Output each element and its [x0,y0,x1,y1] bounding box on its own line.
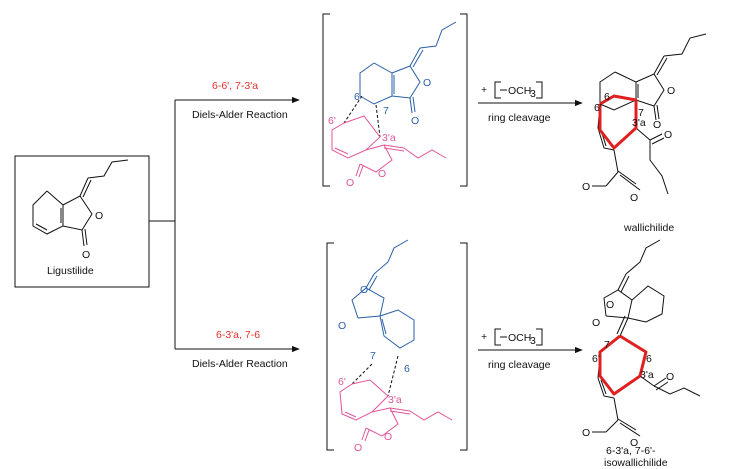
top-intermediate-label-7: 7 [383,105,389,117]
top-intermediate-label-3prime-a: 3'a [382,132,396,144]
top-reagent-bracket-right [536,81,543,99]
top-intermediate-carbonyl-oxygen: O [411,115,419,127]
isowallichilide-ester-oxygen: O [582,427,590,439]
top-reagent-plus: + [481,84,487,96]
bottom-reagent-bracket-left [494,328,501,346]
wallichilide-label-3prime-a: 3'a [632,117,646,129]
ligustilide-ring-oxygen: O [95,210,103,222]
isowallichilide-ketone-oxygen: O [666,371,674,383]
isowallichilide-label-3prime-a: 3'a [640,369,654,381]
ligustilide-label: Ligustilide [47,265,94,277]
bottom-reagent-plus: + [481,331,487,343]
bottom-intermediate-lower-unit [339,379,453,442]
bottom-forming-bond-1 [351,363,373,385]
isowallichilide-ester-oxygen-carbonyl: O [630,437,638,449]
isowallichilide-label-7: 7 [604,339,610,351]
bottom-forming-bond-2 [387,355,399,397]
top-forming-bond-1 [343,95,363,124]
top-bracket-left [322,13,330,187]
isowallichilide-structure [592,239,701,437]
bottom-reagent-group: OCH [508,332,531,344]
wallichilide-ketone-oxygen: O [664,129,672,141]
bottom-reaction-label: Diels-Alder Reaction [192,358,288,370]
wallichilide-highlight-bonds [598,94,638,150]
bottom-step2-label: ring cleavage [488,359,551,371]
ligustilide-carbonyl-oxygen: O [82,249,90,261]
wallichilide-carbonyl-oxygen: O [653,119,661,131]
top-reagent-bracket-left [494,81,501,99]
wallichilide-label-7: 7 [638,107,644,119]
wallichilide-ester-oxygen-carbonyl: O [630,192,638,204]
bottom-intermediate-label-7: 7 [370,350,376,362]
bottom-intermediate-label-3prime-a: 3'a [388,394,402,406]
wallichilide-structure [592,33,707,195]
bottom-intermediate-ring-oxygen-lower: O [384,431,392,443]
bottom-intermediate-carbonyl-oxygen: O [338,320,346,332]
ligustilide-structure [32,159,129,247]
isowallichilide-label-line2: isowallichilide [604,457,668,469]
wallichilide-ring-oxygen: O [667,85,675,97]
bottom-reagent-subscript: 3 [530,335,536,347]
bottom-reagent-bracket-right [536,328,543,346]
top-intermediate-carbonyl-oxygen-lower: O [346,177,354,189]
isowallichilide-ring-oxygen: O [606,299,614,311]
isowallichilide-label-6: 6 [646,353,652,365]
top-intermediate-label-6prime: 6' [328,115,336,127]
isowallichilide-label-6prime: 6' [592,353,600,365]
top-bond-formation: 6-6', 7-3'a [212,80,258,92]
isowallichilide-highlight-bonds [598,334,648,396]
top-intermediate-lower-unit [331,115,447,178]
top-reaction-label: Diels-Alder Reaction [192,109,288,121]
bottom-intermediate-label-6: 6 [404,363,410,375]
top-step2-label: ring cleavage [488,112,551,124]
wallichilide-label: wallichilide [623,222,674,234]
bottom-bond-formation: 6-3'a, 7-6 [216,329,260,341]
top-intermediate-ring-oxygen: O [423,77,431,89]
bottom-intermediate-label-6prime: 6' [338,376,346,388]
top-intermediate-label-6: 6 [354,91,360,103]
isowallichilide-label-line1: 6-3'a, 7-6'- [606,445,656,457]
isowallichilide-carbonyl-oxygen: O [592,317,600,329]
wallichilide-label-6prime: 6' [594,102,602,114]
bottom-bracket-left [326,242,334,451]
top-intermediate-upper-unit [359,21,457,114]
bottom-intermediate-ring-oxygen: O [360,284,368,296]
bottom-intermediate-carbonyl-oxygen-lower: O [354,442,362,454]
top-bracket-right [460,13,468,187]
top-forming-bond-2 [375,104,381,138]
bottom-bracket-right [460,242,468,451]
top-reagent-group: OCH [508,85,531,97]
top-intermediate-ring-oxygen-lower: O [378,168,386,180]
wallichilide-label-6: 6 [604,91,610,103]
wallichilide-ester-oxygen: O [582,181,590,193]
top-reagent-subscript: 3 [530,88,536,100]
bottom-intermediate-upper-unit [351,239,415,349]
